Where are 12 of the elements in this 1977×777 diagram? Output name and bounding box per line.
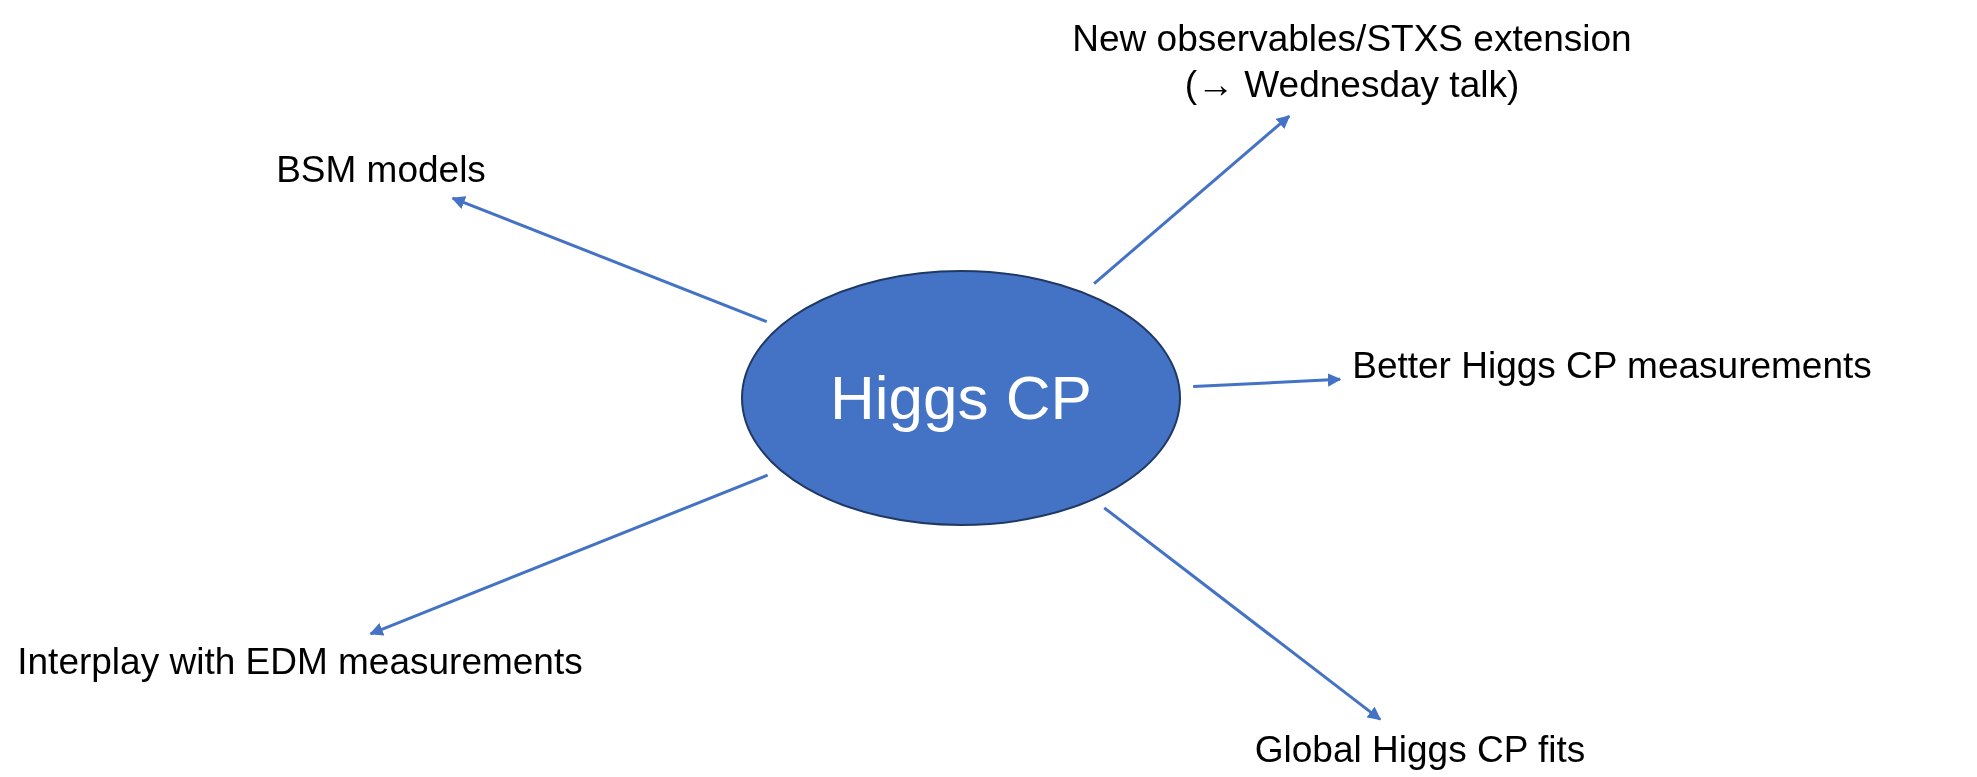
arrow — [1103, 506, 1382, 721]
topic-label: Interplay with EDM measurements — [17, 639, 583, 684]
topic-label: Global Higgs CP fits — [1254, 727, 1586, 772]
arrow — [1093, 114, 1291, 285]
topic-label: BSM models — [276, 147, 486, 192]
arrow — [1193, 373, 1342, 389]
ellipse-node — [741, 270, 1181, 526]
arrow — [451, 196, 768, 323]
topic-label: Better Higgs CP measurements — [1352, 343, 1872, 388]
arrow — [369, 473, 769, 636]
node-label: Higgs CP — [830, 362, 1092, 435]
topic-label: New observables/STXS extension (→ Wednesday talk) — [1071, 16, 1633, 107]
